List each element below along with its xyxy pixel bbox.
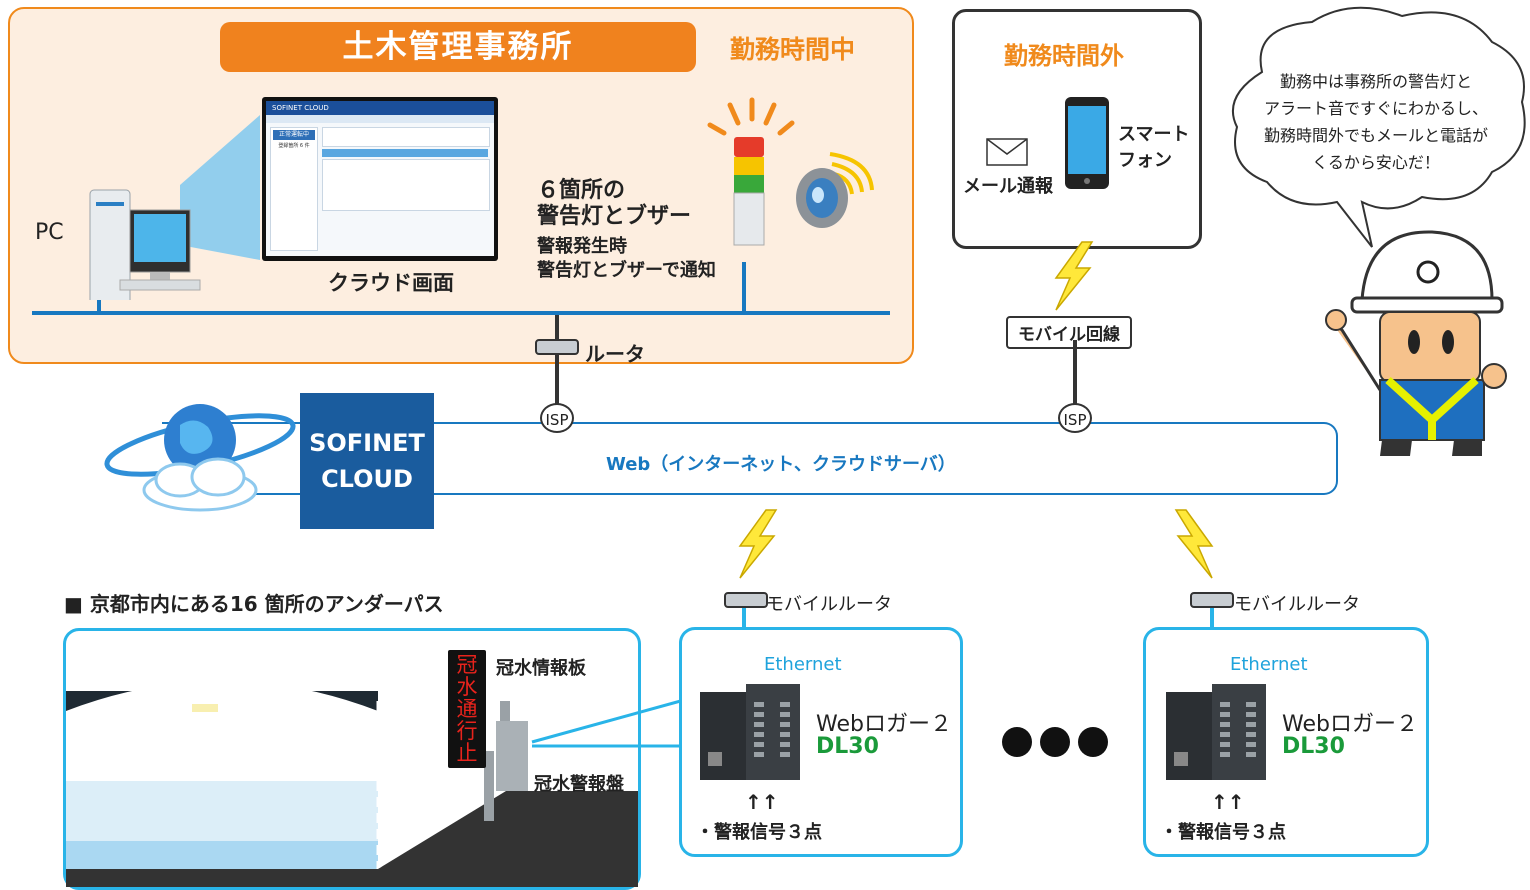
worker-mascot [1325,230,1507,456]
smartphone-icon [1065,97,1109,189]
screen-sidebar: 正常運転中 登録箇所 6 件 [270,127,318,251]
signal-arrows-left: ↑↑ [745,790,779,814]
screen-status-badge: 正常運転中 [273,130,315,140]
ethernet-label-right: Ethernet [1230,654,1308,675]
isp-right: ISP [1058,403,1092,433]
speech-bubble [1232,6,1526,248]
ethernet-label-left: Ethernet [764,654,842,675]
green-lamp [734,175,764,193]
smartphone-line1: スマート [1118,124,1190,145]
red-lamp [734,137,764,157]
screen-notice [322,127,490,147]
signal-label-left: ・警報信号３点 [696,822,822,843]
underpass-illustration [66,681,638,887]
sign-char: 行 [456,719,478,743]
sofinet-cloud-logo: SOFINET CLOUD [300,393,434,529]
mobile-line-label: モバイル回線 [1006,316,1132,349]
mobile-router-icon-left [724,592,768,608]
alarm-panel-label: 冠水警報盤 [534,774,624,795]
light-lan-drop [742,262,746,313]
warning-desc-line2: 警告灯とブザーで通知 [537,260,716,281]
isp-left: ISP [540,403,574,433]
sign-char: 水 [456,675,478,699]
speech-text: 勤務中は事務所の警告灯と アラート音ですぐにわかるし、 勤務時間外でもメールと電… [1252,68,1500,176]
mobile-line-drop [1073,340,1077,404]
speaker-icon [796,152,874,228]
screen-status-count: 登録箇所 6 件 [278,143,310,149]
router-icon [535,339,579,355]
logger-device-right [1166,684,1266,780]
logo-line1: SOFINET [309,429,425,457]
projection-beam [180,115,260,260]
mobile-router-icon-right [1190,592,1234,608]
globe-cloud-icon [104,404,296,512]
warning-desc-line1: 警報発生時 [537,236,627,257]
sign-text: 冠 水 通 行 止 [448,654,486,764]
ellipsis-dot [1040,727,1070,757]
light-rays [707,97,795,136]
lightning-icon-left [738,509,778,579]
sign-char: 冠 [456,653,478,677]
off-hours-panel [952,9,1202,249]
mail-label: メール通報 [963,176,1053,197]
mail-icon [986,138,1028,166]
connection-lines [531,692,707,748]
logger-name-right: Webロガー２ [1282,712,1418,737]
screen-table-header [322,149,488,157]
during-hours-label: 勤務時間中 [730,35,856,64]
yellow-lamp [734,157,764,175]
warning-title-line1: ６箇所の [537,178,626,203]
ellipsis-dot [1002,727,1032,757]
office-title: 土木管理事務所 [220,22,696,72]
speech-line1: 勤務中は事務所の警告灯と [1279,72,1472,91]
pc-label: PC [35,220,64,245]
lightning-icon-right [1174,509,1214,579]
info-board-label: 冠水情報板 [496,658,586,679]
office-lan-line [32,311,890,315]
smartphone-line2: フォン [1118,150,1172,171]
sign-char: 通 [456,697,478,721]
screen-menu [266,115,494,123]
pc-monitor-stand [150,272,170,280]
sign-char: 止 [456,741,478,765]
off-hours-title: 勤務時間外 [1004,42,1124,70]
pc-tower-drive [96,202,124,206]
warning-title-line2: 警告灯とブザー [537,204,692,229]
logger-name-left: Webロガー２ [816,712,952,737]
ellipsis-dot [1078,727,1108,757]
web-label: Web（インターネット、クラウドサーバ） [606,454,956,475]
flood-info-board: 冠 水 通 行 止 [448,650,486,768]
signal-tower-icon [707,97,795,246]
logger-device-left [700,684,800,780]
underpass-heading: ■ 京都市内にある16 箇所のアンダーパス [64,592,444,616]
lamp-base [733,192,765,246]
router-label: ルータ [585,342,645,366]
screen-header: SOFINET CLOUD [266,101,494,115]
logo-line2: CLOUD [321,465,413,493]
mobile-router-label-left: モバイルルータ [766,594,892,615]
logger-model-right: DL30 [1282,734,1345,759]
cloud-screen-frame: SOFINET CLOUD 正常運転中 登録箇所 6 件 [262,97,498,261]
pc-keyboard [119,279,201,291]
speech-line3: 勤務時間外でもメールと電話が [1263,126,1488,145]
signal-arrows-right: ↑↑ [1211,790,1245,814]
router-down-line [555,354,559,404]
lightning-icon [1054,241,1094,311]
speech-line4: くるから安心だ！ [1312,153,1440,172]
router-up-line [555,315,559,345]
speech-line2: アラート音ですぐにわかるし、 [1263,99,1488,118]
pc-monitor-screen [134,214,186,262]
signal-label-right: ・警報信号３点 [1160,822,1286,843]
screen-table [322,159,490,211]
cloud-screen-label: クラウド画面 [328,271,454,295]
logger-model-left: DL30 [816,734,879,759]
mobile-router-label-right: モバイルルータ [1234,594,1360,615]
cloud-screen: SOFINET CLOUD 正常運転中 登録箇所 6 件 [266,101,494,256]
pc-illustration [89,115,260,300]
